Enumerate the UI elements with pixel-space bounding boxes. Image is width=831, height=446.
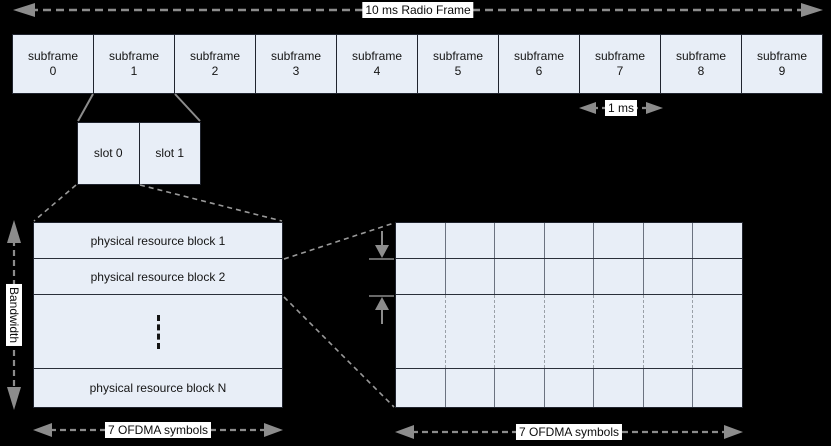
grid-cell	[545, 259, 595, 294]
grid-cell	[693, 369, 742, 407]
grid-cell	[446, 223, 496, 258]
physical-resource-block-stack: physical resource block 1 physical resou…	[33, 222, 283, 408]
grid-cell	[396, 223, 446, 258]
ofdma-symbols-label-right: 7 OFDMA symbols	[515, 424, 623, 440]
grid-cell	[693, 259, 742, 294]
ofdma-symbols-label-left: 7 OFDMA symbols	[104, 422, 212, 438]
grid-cell	[693, 223, 742, 258]
grid-cell	[495, 259, 545, 294]
grid-cell	[396, 259, 446, 294]
grid-cell	[545, 369, 595, 407]
grid-cell	[446, 259, 496, 294]
physical-resource-block-n: physical resource block N	[34, 369, 282, 407]
physical-resource-block-2: physical resource block 2	[34, 259, 282, 295]
prb-to-grid-connectors	[283, 222, 395, 408]
grid-cell	[644, 369, 694, 407]
grid-cell	[594, 259, 644, 294]
grid-ellipsis-row	[396, 295, 742, 369]
slot-1: slot 1	[139, 123, 200, 184]
bandwidth-label: Bandwidth	[6, 283, 22, 347]
grid-row-last	[396, 369, 742, 407]
grid-cell	[644, 295, 694, 368]
grid-cell	[495, 223, 545, 258]
grid-cell	[495, 295, 545, 368]
vertical-ellipsis	[156, 314, 160, 349]
grid-cell	[396, 369, 446, 407]
grid-cell	[545, 223, 595, 258]
grid-row-2	[396, 259, 742, 295]
grid-cell	[396, 295, 446, 368]
grid-row-1	[396, 223, 742, 259]
slot-row: slot 0 slot 1	[77, 122, 201, 185]
resource-element-grid	[395, 222, 743, 408]
grid-cell	[594, 223, 644, 258]
grid-cell	[446, 295, 496, 368]
subcarrier-height-marker	[369, 231, 394, 324]
radio-frame-label: 10 ms Radio Frame	[362, 2, 474, 18]
grid-cell	[594, 295, 644, 368]
grid-cell	[545, 295, 595, 368]
resource-block-ellipsis-band	[34, 295, 282, 369]
grid-cell	[693, 295, 742, 368]
slot-to-prb-connectors	[33, 184, 283, 222]
slot-0: slot 0	[78, 123, 140, 184]
grid-cell	[594, 369, 644, 407]
subframe-to-slot-connectors	[77, 93, 201, 122]
one-ms-label: 1 ms	[604, 100, 638, 116]
grid-cell	[446, 369, 496, 407]
grid-cell	[644, 259, 694, 294]
physical-resource-block-1: physical resource block 1	[34, 223, 282, 259]
grid-cell	[495, 369, 545, 407]
grid-cell	[644, 223, 694, 258]
